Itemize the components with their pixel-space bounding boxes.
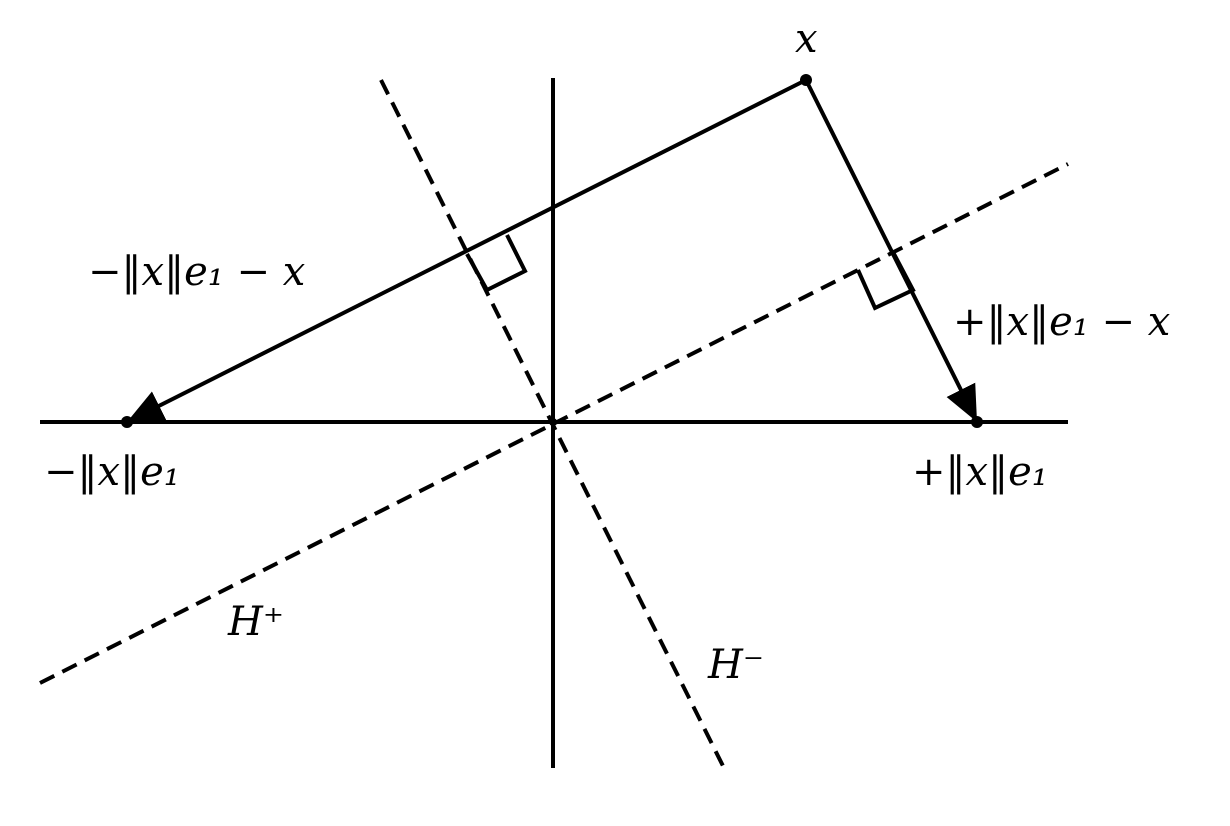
right-angle-marker-right [856, 251, 916, 311]
point-origin [549, 418, 557, 426]
label-neg-diff: −‖x‖e₁ − x [88, 249, 305, 295]
right-angle-marker-left [465, 234, 528, 293]
label-h-minus: H⁻ [707, 642, 764, 688]
label-neg-point: −‖x‖e₁ [44, 449, 180, 495]
vector-neg-norm-e1-minus-x [126, 78, 807, 424]
label-pos-diff: +‖x‖e₁ − x [953, 299, 1170, 345]
label-pos-point: +‖x‖e₁ [912, 449, 1048, 495]
point-pos-norm-e1 [971, 416, 983, 428]
vector-pos-norm-e1-minus-x [804, 79, 979, 423]
label-x: x [795, 16, 818, 62]
label-h-plus: H⁺ [227, 599, 284, 645]
point-x [800, 74, 812, 86]
point-neg-norm-e1 [121, 416, 133, 428]
